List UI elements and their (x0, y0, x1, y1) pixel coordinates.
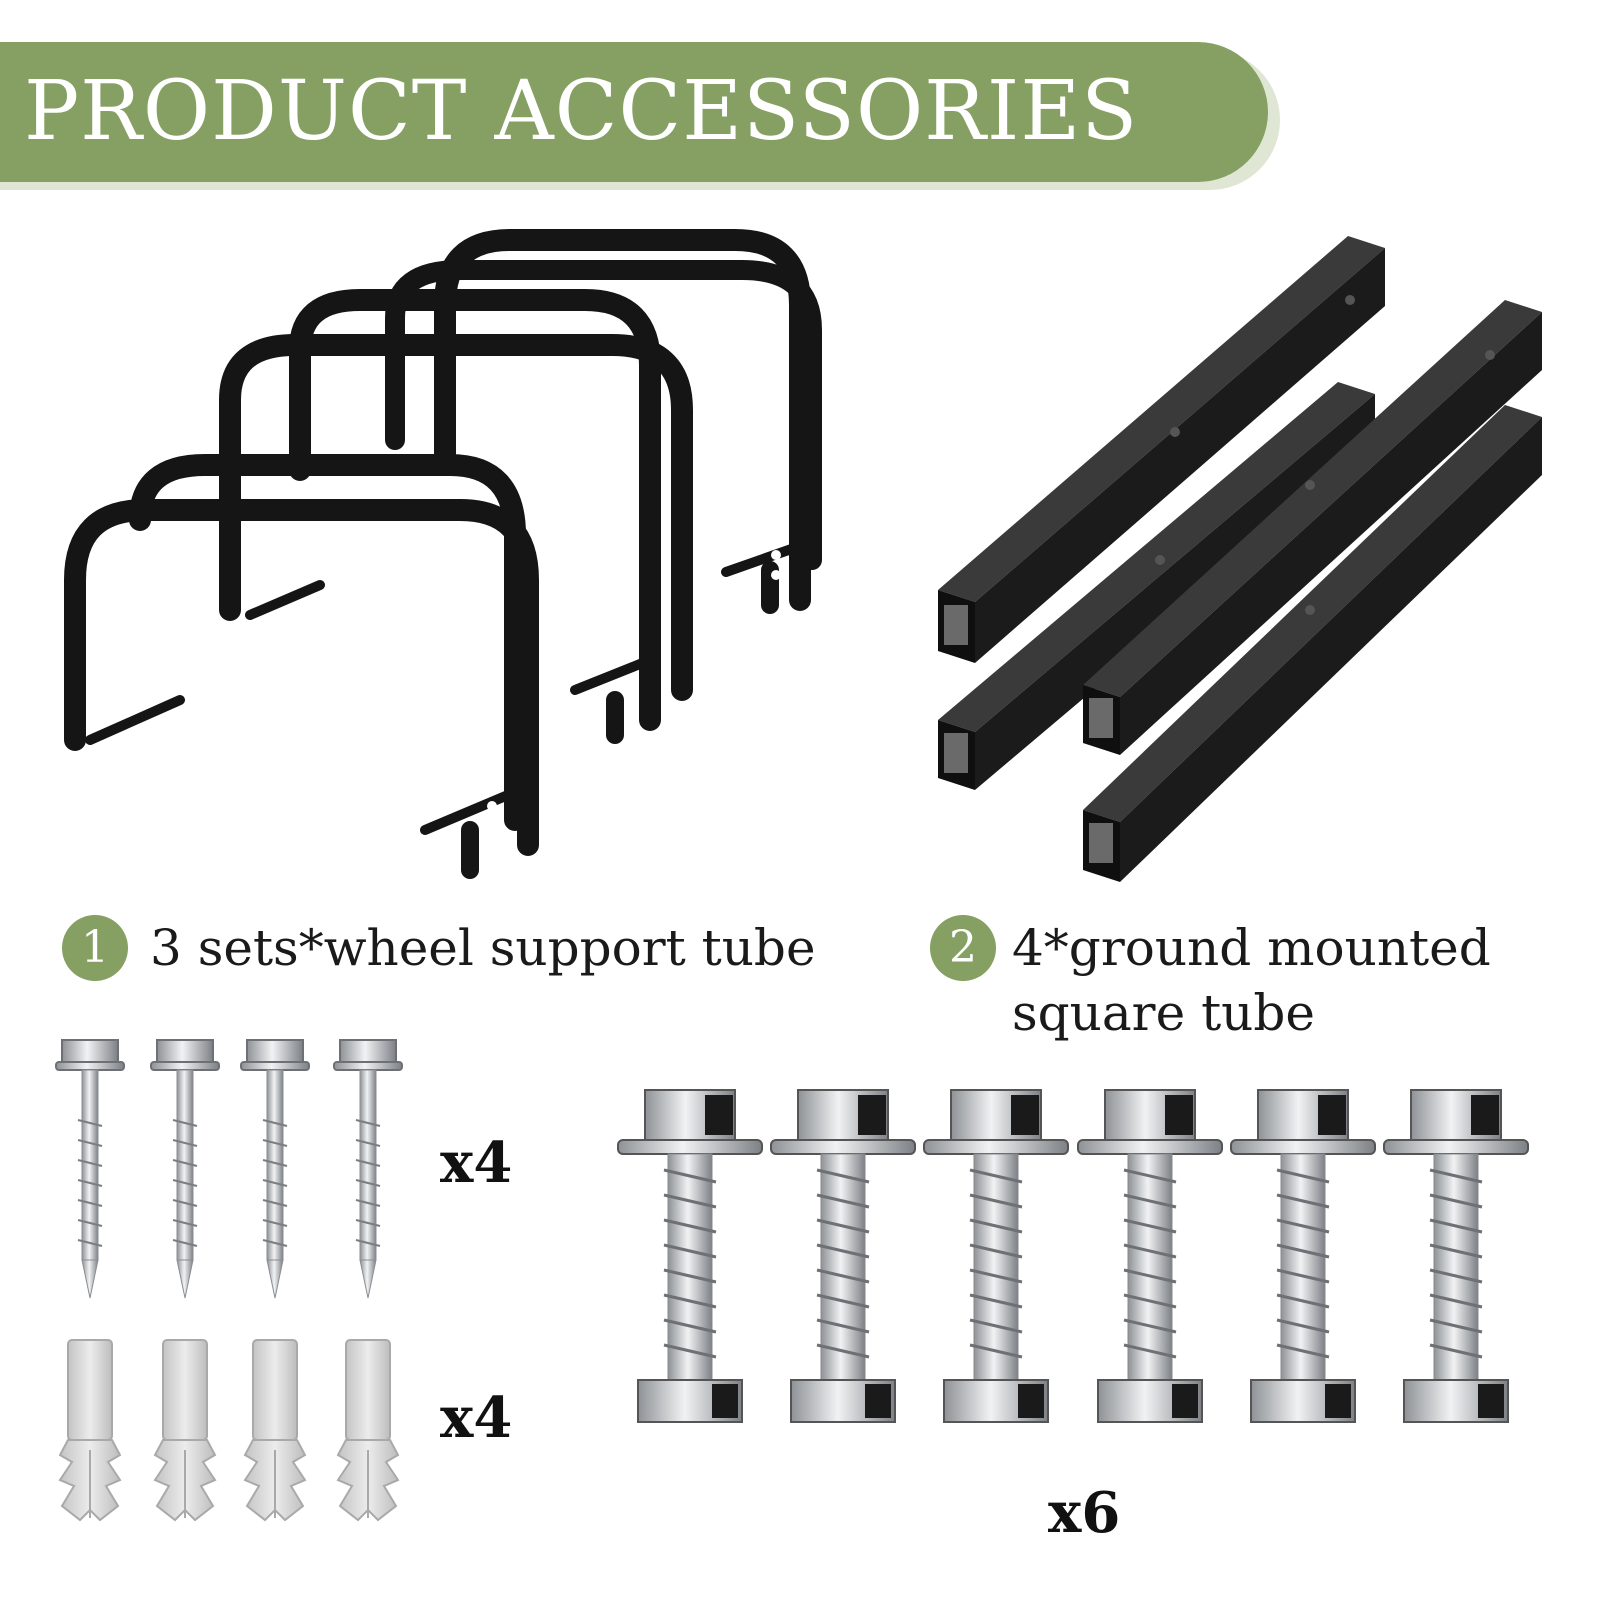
lag-screw-icon (240, 1039, 310, 1299)
item-label-square-tube-line2: square tube (1012, 984, 1315, 1042)
hex-bolt-icon (770, 1089, 916, 1423)
wall-anchor-icon (336, 1339, 400, 1522)
title-banner (0, 42, 1268, 182)
square-tube-icon (1083, 405, 1542, 882)
page-title: PRODUCT ACCESSORIES (24, 64, 1139, 159)
hex-bolt-icon (923, 1089, 1069, 1423)
wall-anchor-icon (153, 1339, 217, 1522)
item-number-badge: 2 (930, 915, 996, 981)
square-tube-icon (938, 382, 1375, 790)
square-tube-icon (938, 236, 1385, 663)
wall-anchors (58, 1339, 400, 1522)
square-tubes (938, 236, 1542, 882)
hex-bolt-icon (1383, 1089, 1529, 1423)
u-bar-holes (487, 550, 781, 831)
item-label-wheel-support-tube: 3 sets*wheel support tube (150, 919, 816, 977)
hex-bolt-icon (1230, 1089, 1376, 1423)
lag-screw-icon (55, 1039, 125, 1299)
square-tube-icon (1083, 300, 1542, 755)
quantity-hex-bolts: x6 (1048, 1480, 1121, 1546)
wall-anchor-icon (243, 1339, 307, 1522)
u-bar-icon (219, 289, 693, 744)
u-bar-icon (64, 454, 539, 879)
hex-bolt-icon (617, 1089, 763, 1423)
wall-anchor-icon (58, 1339, 122, 1522)
quantity-wall-anchors: x4 (440, 1385, 513, 1451)
item-number-badge: 1 (62, 915, 128, 981)
item-label-square-tube-line1: 4*ground mounted (1012, 919, 1491, 977)
hex-bolts (617, 1089, 1529, 1423)
wheel-support-tubes (64, 229, 822, 879)
lag-screws (55, 1039, 403, 1299)
lag-screw-icon (150, 1039, 220, 1299)
hex-bolt-icon (1077, 1089, 1223, 1423)
lag-screw-icon (333, 1039, 403, 1299)
quantity-lag-screws: x4 (440, 1130, 513, 1196)
